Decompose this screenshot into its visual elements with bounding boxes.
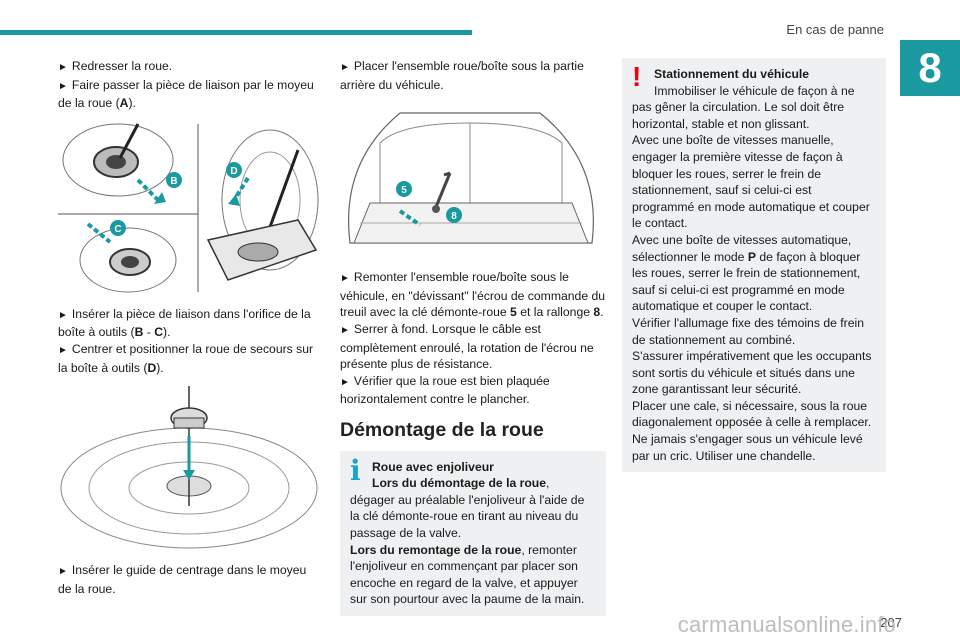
warning-text: Avec une boîte de vitesses automatique, … bbox=[632, 232, 861, 314]
warning-title: Stationnement du véhicule bbox=[654, 67, 810, 81]
illustration-trunk-winch: 5 8 bbox=[340, 103, 606, 256]
step-text: ►Vérifier que la roue est bien plaquée h… bbox=[340, 373, 550, 407]
bullet-arrow-icon: ► bbox=[340, 62, 350, 73]
bullet-arrow-icon: ► bbox=[340, 273, 350, 285]
warning-text: Ne jamais s'engager sous un véhicule lev… bbox=[632, 432, 863, 463]
chapter-badge: 8 bbox=[900, 40, 960, 96]
page-number: 207 bbox=[880, 615, 902, 630]
info-box: i Roue avec enjoliveur Lors du démontage… bbox=[340, 450, 606, 616]
bullet-arrow-icon: ► bbox=[58, 62, 68, 73]
warning-text: Immobiliser le véhicule de façon à ne pa… bbox=[632, 83, 855, 131]
info-text: Lors du remontage de la roue, remonter l… bbox=[350, 542, 585, 607]
exclamation-icon: ! bbox=[632, 61, 642, 92]
step-text: ►Placer l'ensemble roue/boîte sous la pa… bbox=[340, 59, 584, 92]
illustration-centering-guide bbox=[58, 386, 320, 553]
label-5: 5 bbox=[401, 185, 407, 196]
step-text: ►Insérer le guide de centrage dans le mo… bbox=[58, 563, 307, 596]
bullet-arrow-icon: ► bbox=[58, 566, 68, 578]
top-accent-bar bbox=[0, 30, 472, 35]
column-3: ! Stationnement du véhicule Immobiliser … bbox=[622, 58, 886, 473]
label-d: D bbox=[230, 166, 237, 177]
warning-text: Avec une boîte de vitesses manuelle, eng… bbox=[632, 133, 870, 231]
step-text: ►Insérer la pièce de liaison dans l'orif… bbox=[58, 306, 311, 340]
label-c: C bbox=[114, 224, 121, 235]
bullet-arrow-icon: ► bbox=[58, 344, 68, 356]
column-2: ►Placer l'ensemble roue/boîte sous la pa… bbox=[340, 58, 606, 616]
section-title: En cas de panne bbox=[786, 22, 884, 37]
bullet-arrow-icon: ► bbox=[340, 376, 350, 388]
info-icon: i bbox=[350, 453, 361, 487]
column-1: ►Redresser la roue. ►Faire passer la piè… bbox=[58, 58, 320, 597]
info-text: Lors du démontage de la roue, dégager au… bbox=[350, 476, 585, 540]
bullet-arrow-icon: ► bbox=[340, 324, 350, 336]
watermark: carmanualsonline.info bbox=[677, 612, 896, 637]
illustration-connector-toolbox: B C D bbox=[58, 119, 320, 296]
warning-box: ! Stationnement du véhicule Immobiliser … bbox=[622, 58, 886, 473]
step-text: ►Remonter l'ensemble roue/boîte sous le … bbox=[340, 270, 606, 320]
warning-text: S'assurer impérativement que les occupan… bbox=[632, 349, 872, 397]
label-b: B bbox=[170, 176, 177, 187]
step-text: ►Centrer et positionner la roue de secou… bbox=[58, 341, 314, 375]
section-heading: Démontage de la roue bbox=[340, 418, 544, 441]
warning-text: Placer une cale, si nécessaire, sous la … bbox=[632, 398, 872, 430]
warning-text: Vérifier l'allumage fixe des témoins de … bbox=[632, 315, 864, 347]
bullet-arrow-icon: ► bbox=[58, 309, 68, 321]
info-title: Roue avec enjoliveur bbox=[372, 459, 494, 474]
label-8: 8 bbox=[451, 211, 457, 222]
step-text: ►Serrer à fond. Lorsque le câble est com… bbox=[340, 321, 594, 372]
bullet-arrow-icon: ► bbox=[58, 80, 68, 92]
step-text: ►Faire passer la pièce de liaison par le… bbox=[58, 77, 314, 111]
step-text: ►Redresser la roue. bbox=[58, 59, 173, 73]
